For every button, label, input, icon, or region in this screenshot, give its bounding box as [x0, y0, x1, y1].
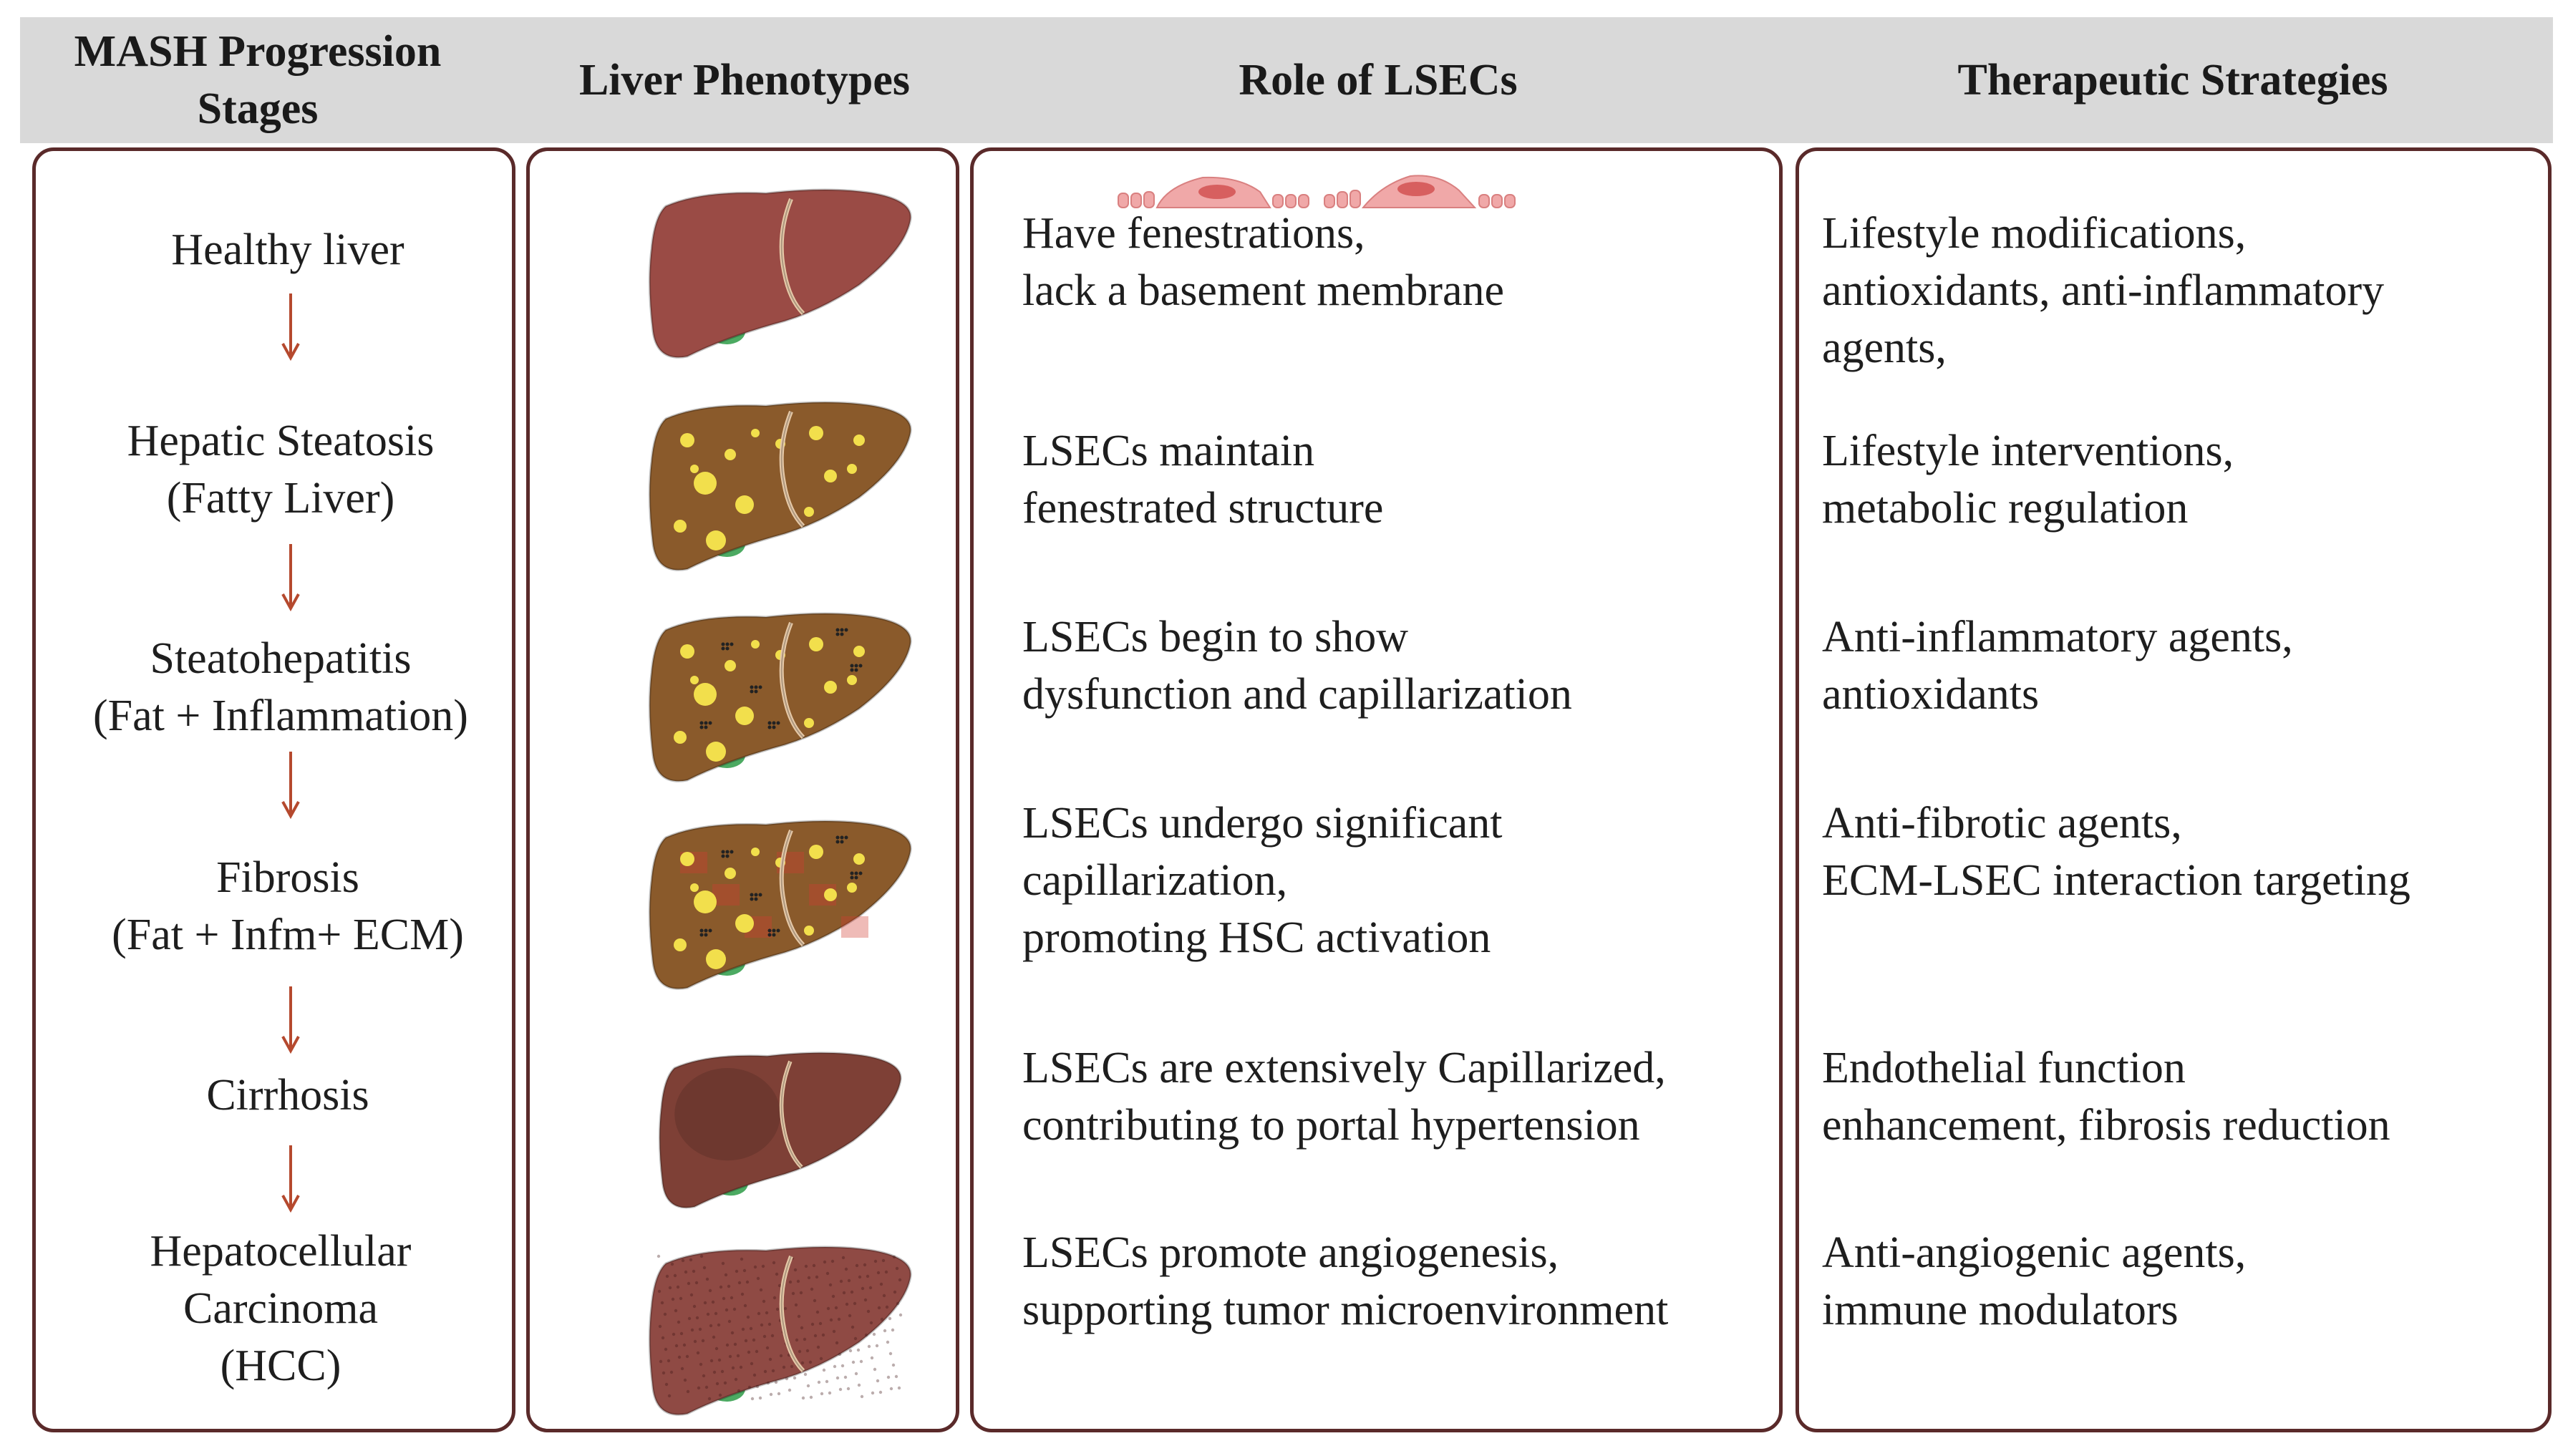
role-line: LSECs are extensively Capillarized, [1022, 1044, 1666, 1092]
fibrosis-liver-icon [648, 820, 912, 990]
therapy-steatohepatitis: Anti-inflammatory agents, antioxidants [1822, 608, 2293, 723]
therapy-line: antioxidants, anti-inflammatory [1822, 266, 2385, 315]
role-line: contributing to portal hypertension [1022, 1101, 1640, 1150]
therapy-line: enhancement, fibrosis reduction [1822, 1101, 2390, 1150]
role-line: lack a basement membrane [1022, 266, 1505, 315]
role-line: LSECs begin to show [1022, 613, 1409, 661]
therapy-line: Anti-fibrotic agents, [1822, 799, 2182, 848]
header-phenotypes: Liver Phenotypes [530, 17, 959, 143]
stage-name-line: Fibrosis [216, 853, 359, 902]
therapy-line: immune modulators [1822, 1286, 2179, 1334]
role-line: capillarization, [1022, 856, 1288, 905]
therapy-line: Endothelial function [1822, 1044, 2186, 1092]
header-stages: MASH Progression Stages [29, 17, 487, 143]
therapy-line: ECM-LSEC interaction targeting [1822, 856, 2410, 905]
therapy-line: Anti-angiogenic agents, [1822, 1228, 2247, 1277]
role-line: dysfunction and capillarization [1022, 670, 1572, 719]
stage-steatohepatitis: Steatohepatitis (Fat + Inflammation) [44, 630, 517, 744]
header-role: Role of LSECs [974, 17, 1783, 143]
down-arrow-icon [281, 752, 300, 820]
down-arrow-icon [281, 1145, 300, 1213]
healthy-liver-icon [648, 188, 912, 359]
stage-name-line: Steatohepatitis [150, 634, 412, 683]
therapy-fibrosis: Anti-fibrotic agents, ECM-LSEC interacti… [1822, 795, 2410, 909]
down-arrow-icon [281, 986, 300, 1054]
therapy-line: Lifestyle modifications, [1822, 209, 2247, 258]
therapy-hcc: Anti-angiogenic agents, immune modulator… [1822, 1224, 2246, 1339]
header-band [20, 17, 2553, 143]
role-line: supporting tumor microenvironment [1022, 1286, 1669, 1334]
role-line: promoting HSC activation [1022, 913, 1491, 962]
therapy-line: Anti-inflammatory agents, [1822, 613, 2293, 661]
stage-name-line: (HCC) [220, 1341, 341, 1390]
header-phenotypes-label: Liver Phenotypes [578, 56, 911, 105]
stage-fibrosis: Fibrosis (Fat + Infm+ ECM) [52, 849, 524, 964]
role-panel [970, 147, 1783, 1432]
cirrhosis-liver-icon [658, 1052, 902, 1209]
stage-cirrhosis: Cirrhosis [52, 1067, 524, 1124]
therapy-healthy: Lifestyle modifications, antioxidants, a… [1822, 205, 2384, 377]
header-role-label: Role of LSECs [1239, 56, 1518, 105]
therapy-line: antioxidants [1822, 670, 2040, 719]
role-line: LSECs promote angiogenesis, [1022, 1228, 1559, 1277]
therapy-line: Lifestyle interventions, [1822, 427, 2234, 475]
header-therapy-label: Therapeutic Strategies [1957, 56, 2388, 105]
therapy-steatosis: Lifestyle interventions, metabolic regul… [1822, 422, 2234, 537]
stage-hcc: Hepatocellular Carcinoma (HCC) [44, 1223, 517, 1394]
fatty-liver-icon [648, 401, 912, 571]
role-cirrhosis: LSECs are extensively Capillarized, cont… [1022, 1039, 1666, 1154]
stage-name-line: (Fat + Infm+ ECM) [112, 911, 464, 959]
role-fibrosis: LSECs undergo significant capillarizatio… [1022, 795, 1502, 966]
stage-name-line: Healthy liver [171, 225, 404, 274]
role-steatohepatitis: LSECs begin to show dysfunction and capi… [1022, 608, 1572, 723]
therapy-panel [1796, 147, 2552, 1432]
hcc-liver-icon [648, 1246, 912, 1416]
stage-name-line: (Fat + Inflammation) [93, 691, 468, 740]
stage-name-line: Hepatic Steatosis [127, 417, 435, 465]
role-line: fenestrated structure [1022, 484, 1384, 533]
role-hcc: LSECs promote angiogenesis, supporting t… [1022, 1224, 1668, 1339]
role-line: LSECs maintain [1022, 427, 1315, 475]
role-healthy: Have fenestrations, lack a basement memb… [1022, 205, 1504, 319]
therapy-line: metabolic regulation [1822, 484, 2189, 533]
therapy-line: agents, [1822, 324, 1947, 372]
stage-healthy: Healthy liver [52, 221, 524, 278]
stage-name-line: Cirrhosis [206, 1071, 369, 1120]
down-arrow-icon [281, 544, 300, 612]
role-line: Have fenestrations, [1022, 209, 1365, 258]
role-steatosis: LSECs maintain fenestrated structure [1022, 422, 1383, 537]
steatohepatitis-liver-icon [648, 612, 912, 782]
phenotypes-panel [526, 147, 959, 1432]
stage-steatosis: Hepatic Steatosis (Fatty Liver) [44, 412, 517, 527]
header-stages-line2: Stages [197, 84, 319, 133]
endothelial-cells-icon [1118, 175, 1516, 208]
header-stages-line1: MASH Progression [74, 27, 442, 76]
therapy-cirrhosis: Endothelial function enhancement, fibros… [1822, 1039, 2390, 1154]
role-line: LSECs undergo significant [1022, 799, 1503, 848]
stage-name-line: Carcinoma [183, 1284, 378, 1333]
down-arrow-icon [281, 293, 300, 361]
stage-name-line: (Fatty Liver) [166, 474, 395, 523]
header-therapy: Therapeutic Strategies [1797, 17, 2549, 143]
stage-name-line: Hepatocellular [150, 1227, 412, 1276]
stages-panel [32, 147, 515, 1432]
